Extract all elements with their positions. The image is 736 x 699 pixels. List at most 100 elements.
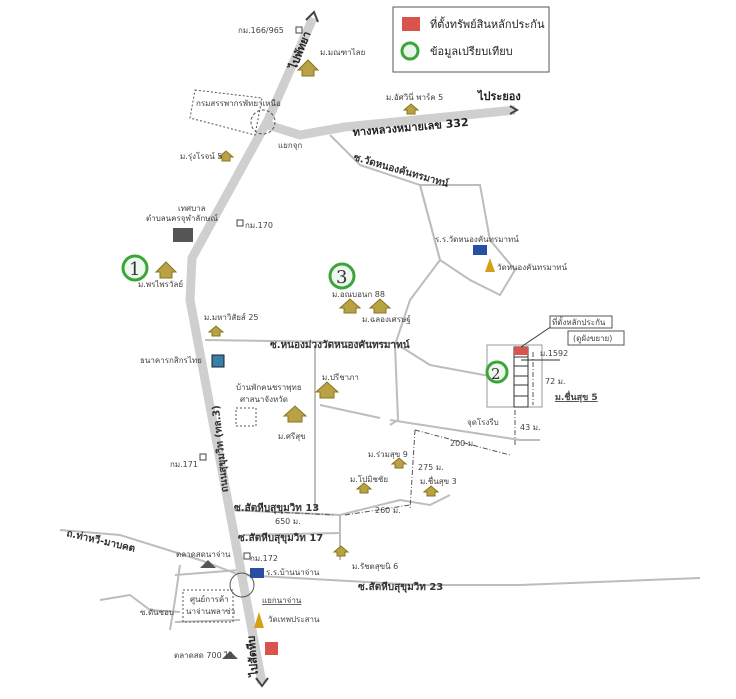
hospital-icon (265, 642, 278, 655)
soi-17-label: ซ.สัตหีบสุขุมวิท 17 (238, 532, 323, 544)
junction-circle (250, 109, 276, 135)
km-marker-icons (199, 26, 303, 560)
elder-home-area (235, 407, 257, 427)
junction-label: แยกจุก (278, 141, 302, 150)
callout-line (520, 325, 553, 348)
house-icon (207, 325, 225, 337)
soi-23-label: ซ.สัตหีบสุขุมวิท 23 (358, 581, 443, 593)
point-label: จุดโรงรีบ (467, 417, 499, 427)
chuensuk-5-label: ม.ชื่นสุข 5 (555, 390, 598, 403)
legend-collateral-label: ที่ตั้งทรัพย์สินหลักประกัน (430, 16, 545, 31)
house-icon (402, 103, 420, 115)
house-icon (296, 59, 320, 77)
distance-lines (234, 352, 534, 516)
house-icon (154, 261, 178, 279)
market-icon (200, 560, 216, 568)
pomichai-label: ม.โปมิชชัย (350, 474, 388, 484)
house-icon (368, 298, 392, 314)
arrow-north-icon (305, 10, 319, 23)
house-icon (332, 545, 350, 557)
km-171-label: กม.171 (170, 460, 198, 469)
soi-nong-muang-label: ซ.หนองม่วงวัดหนองคันทรมาทน์ (270, 339, 410, 351)
revenue-office-label: กรมสรรพากรพัทยาเหนือ (196, 99, 281, 108)
mon-thai-label: ม.มณฑาไลย (320, 48, 365, 57)
plot-subdivisions (513, 346, 529, 408)
house-icon (282, 405, 308, 423)
distance-275: 275 ม. (418, 463, 444, 472)
see-zoom-box (567, 330, 625, 346)
municipality-label-2: ตำบลนครจุฬาลักษณ์ (146, 213, 218, 223)
municipality-label-1: เทศบาล (178, 204, 206, 213)
to-rayong-label: ไประยอง (476, 89, 521, 103)
rungroj-label: ม.รุ่งโรจน์ 5 (180, 151, 222, 161)
km-172-label: กม.172 (250, 554, 278, 563)
comparable-marker-1[interactable]: 1 (121, 254, 149, 282)
mall-label-2: นาจ่านพลาซ่า (186, 607, 235, 616)
house-icons (154, 59, 440, 557)
mall-area (182, 589, 234, 623)
svg-text:2: 2 (491, 365, 501, 383)
arrow-east-icon (509, 105, 520, 115)
srisuk-label: ม.ศรีสุข (278, 432, 306, 441)
km-166-label: กม.166/965 (238, 26, 284, 35)
bank-icon (211, 354, 225, 368)
comparable-marker-2[interactable]: 2 (485, 360, 509, 384)
asawini-label: ม.อัศวินี่ พาร์ค 5 (386, 91, 443, 102)
tha-hwi-road-label: ถ.ท่าหวี-มาบคต (65, 527, 136, 554)
comparable-legend-icon (400, 41, 420, 61)
house-icon (355, 482, 373, 494)
svg-text:1: 1 (129, 259, 140, 280)
ratsuk-6-label: ม.รัชตสุขนิ 6 (352, 562, 398, 571)
distance-72: 72 ม. (545, 377, 566, 386)
preechapha-label: ม.ปรีชาภา (322, 373, 359, 382)
junction-circle (229, 572, 255, 598)
ruamsuk-9-label: ม.ร่วมสุข 9 (368, 450, 408, 459)
sukhumvit-label: ถนนสุขุมวิท (ทล.3) (210, 405, 231, 493)
phonphrai-label: ม.พรไพรวัลย์ (138, 279, 183, 289)
house-icon (314, 381, 340, 399)
temple-icon (254, 612, 264, 628)
collateral-site-box (549, 315, 613, 329)
chuensuk-3-label: ม.ชื่นสุข 3 (420, 475, 457, 486)
collateral-legend-icon (402, 17, 420, 31)
legend-box (392, 6, 550, 73)
highway-332 (266, 105, 516, 140)
comparable-marker-3[interactable]: 3 (328, 262, 356, 290)
bank-label: ธนาคารกสิกรไทย (140, 356, 202, 365)
collateral-site-label: ที่ตั้งหลักประกัน (552, 316, 606, 327)
house-icon (338, 298, 362, 314)
distance-650: 650 ม. (275, 517, 301, 526)
onbonok-label: ม.อณบอนก 88 (332, 290, 385, 299)
elder-home-label-1: บ้านพักคนชราพุทธ (236, 383, 302, 392)
distance-43: 43 ม. (520, 423, 541, 432)
chalongset-label: ม.ฉลองเศรษฐ์ (362, 314, 411, 324)
soi-13-label: ซ.สัตหีบสุขุมวิท 13 (234, 502, 319, 514)
market-label: ตลาดสดนาจ่าน (176, 550, 231, 559)
mall-label-1: ศูนย์การค้า (190, 594, 229, 605)
elder-home-label-2: ศาสนาจังหวัด (240, 395, 288, 404)
minor-roads (59, 134, 701, 631)
sukhumvit-road (185, 16, 318, 684)
wat-thep-label: วัดเทพประสาน (268, 615, 320, 624)
house-icon (217, 150, 235, 162)
legend-comparable-label: ข้อมูลเปรียบเทียบ (430, 45, 513, 58)
market-700-label: ตลาดสด 700 ไร่ (174, 651, 233, 660)
house-icon (422, 485, 440, 497)
market-icon (222, 651, 238, 659)
distance-260: 260 ม. (375, 506, 401, 515)
wat-nong-khan-label: วัดหนองคันทรมาทน์ (497, 262, 568, 272)
municipality-icon (173, 228, 193, 242)
school-flag-icon (250, 568, 264, 578)
to-sattahip-label: ไปสัตหีบ (244, 635, 262, 679)
school-wat-label: ร.ร.วัดหนองคันทรมาทน์ (435, 234, 519, 244)
school-flag-icon (473, 245, 487, 255)
soi-dan-chob-label: ซ.ดันชอบ (140, 608, 174, 617)
soi-wat-label: ซ.วัดหนองคันทรมาทน์ (352, 151, 450, 190)
collateral-plot[interactable] (514, 347, 528, 355)
house-icon (390, 457, 408, 469)
distance-200: 200 ม. (450, 439, 476, 448)
revenue-office-area (189, 89, 263, 136)
see-zoom-label: (ดูผังขยาย) (573, 334, 612, 344)
junction-najan-label: แยกนาจ่าน (262, 596, 302, 605)
